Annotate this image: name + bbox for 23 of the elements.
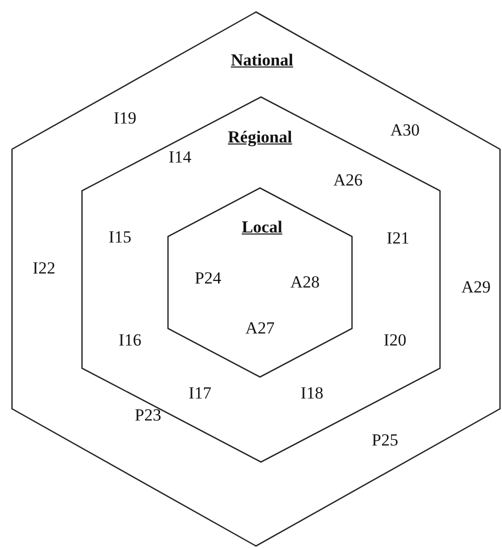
- zone-title: Régional: [228, 128, 292, 146]
- zone-code: P25: [372, 432, 398, 448]
- zone-code: A26: [333, 172, 363, 188]
- zone-code: I15: [108, 228, 132, 246]
- zone-code: I21: [386, 230, 410, 246]
- zone-code: I20: [384, 332, 406, 348]
- zone-code: A28: [290, 274, 320, 290]
- zone-code: I14: [168, 148, 192, 166]
- zone-code: I16: [118, 332, 142, 348]
- hexagon-zone: [82, 97, 440, 462]
- zone-code: I17: [188, 384, 212, 402]
- zone-code: A30: [390, 122, 420, 138]
- zone-code: P24: [194, 270, 222, 286]
- hexagon-zone: [12, 12, 500, 546]
- zone-code: I19: [114, 110, 136, 126]
- zone-code: I22: [32, 260, 56, 276]
- zone-code: I18: [300, 384, 324, 402]
- hexagon-zone: [168, 188, 352, 377]
- zone-code: A27: [245, 320, 275, 336]
- zone-code: A29: [461, 278, 491, 296]
- zone-code: P23: [134, 406, 162, 424]
- zone-title: Local: [242, 218, 282, 236]
- zone-title: National: [230, 52, 294, 68]
